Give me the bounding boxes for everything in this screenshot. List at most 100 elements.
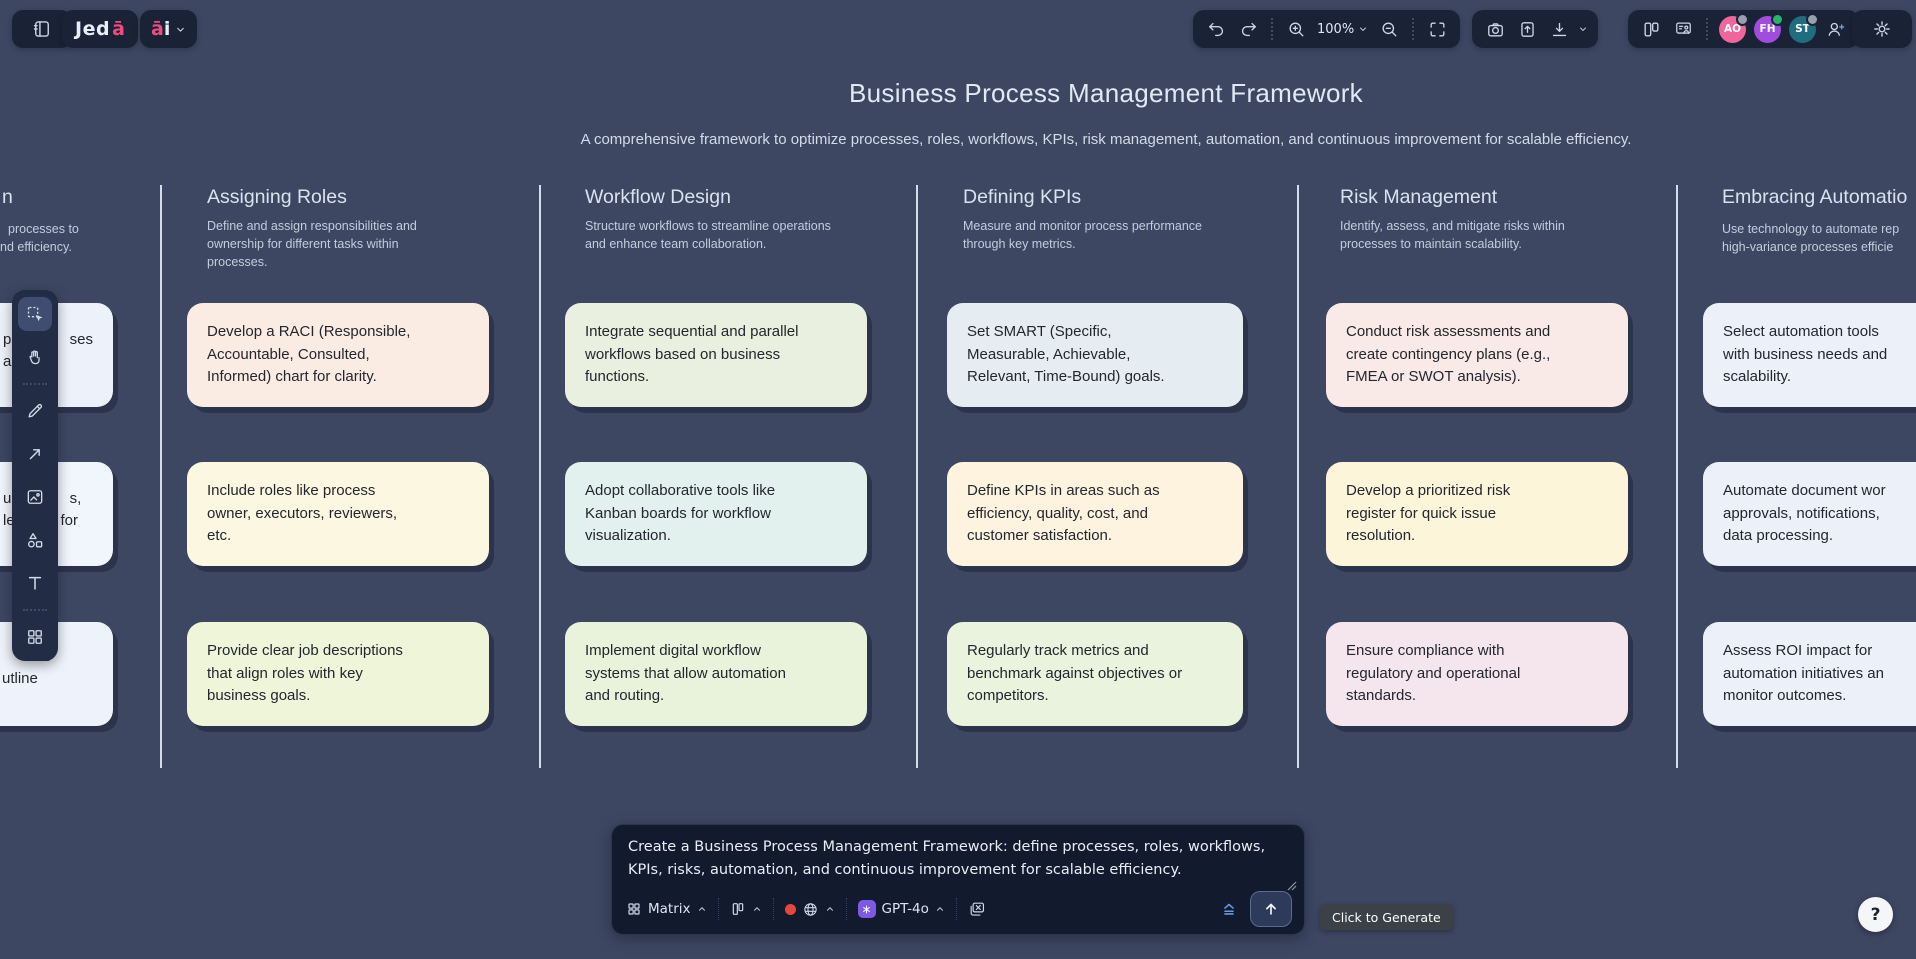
column-desc[interactable]: Identify, assess, and mitigate risks wit… xyxy=(1340,219,1565,252)
column-desc[interactable]: Measure and monitor process performance … xyxy=(963,219,1203,252)
column-title[interactable]: Workflow Design xyxy=(585,186,731,208)
column-divider xyxy=(160,185,162,768)
model-selector[interactable]: GPT-4o xyxy=(857,900,945,918)
column-title[interactable]: Risk Management xyxy=(1340,186,1498,208)
card-text-line: Assess ROI impact for xyxy=(1723,642,1873,660)
chevron-down-icon xyxy=(1360,27,1367,32)
select-tool[interactable] xyxy=(18,297,52,331)
help-label: ? xyxy=(1870,904,1881,925)
zoom-in-button[interactable] xyxy=(1281,14,1311,44)
column-desc[interactable]: Define and assign responsibilities and o… xyxy=(207,219,417,270)
matrix-grid-icon xyxy=(628,903,640,915)
sticky-card[interactable]: Conduct risk assessments and create cont… xyxy=(1326,303,1628,407)
status-dot xyxy=(1771,12,1784,26)
card-text-fragment: a xyxy=(3,352,12,370)
layout-selector[interactable] xyxy=(730,901,762,917)
column-title[interactable]: Assigning Roles xyxy=(207,186,347,208)
sticky-card[interactable]: Develop a RACI (Responsible, Accountable… xyxy=(187,303,489,407)
column-title-clipped[interactable]: n xyxy=(2,186,13,208)
help-button[interactable]: ? xyxy=(1858,897,1893,932)
column-desc-line[interactable]: processes to xyxy=(8,222,79,236)
sticky-card[interactable]: Adopt collaborative tools like Kanban bo… xyxy=(565,462,867,566)
clear-frames-button[interactable] xyxy=(968,900,987,919)
board-title[interactable]: Business Process Management Framework xyxy=(849,78,1363,108)
text-tool[interactable] xyxy=(18,566,52,600)
resize-handle[interactable] xyxy=(1287,881,1297,891)
undo-icon xyxy=(1208,22,1223,36)
screenshot-button[interactable] xyxy=(1480,14,1510,44)
tool-palette xyxy=(12,290,58,661)
toolbar-divider xyxy=(1706,18,1708,40)
sticky-card[interactable]: Select automation tools with business nee… xyxy=(1703,303,1916,407)
download-options-chevron[interactable] xyxy=(1576,24,1590,34)
zoom-in-icon xyxy=(1288,21,1304,37)
zoom-level-dropdown[interactable]: 100% xyxy=(1313,22,1372,37)
column-desc-line[interactable]: Use technology to automate rep xyxy=(1722,222,1900,236)
arrow-tool[interactable] xyxy=(18,437,52,471)
board-subtitle[interactable]: A comprehensive framework to optimize pr… xyxy=(580,131,1632,148)
column-title[interactable]: Defining KPIs xyxy=(963,186,1082,208)
column-divider xyxy=(539,185,541,768)
zoom-out-button[interactable] xyxy=(1374,14,1404,44)
download-button[interactable] xyxy=(1544,14,1574,44)
pen-tool[interactable] xyxy=(18,394,52,428)
panels-icon xyxy=(1643,21,1659,37)
shapes-tool[interactable] xyxy=(18,523,52,557)
sticky-card[interactable]: Implement digital workflow systems that … xyxy=(565,622,867,726)
image-tool[interactable] xyxy=(18,480,52,514)
avatar-FH[interactable]: FH xyxy=(1754,12,1784,43)
sticky-card[interactable]: Develop a prioritized risk register for … xyxy=(1326,462,1628,566)
card-text-line: scalability. xyxy=(1723,368,1792,386)
sticky-card[interactable]: Integrate sequential and parallel workfl… xyxy=(565,303,867,407)
gear-icon xyxy=(1874,21,1890,37)
chevron-up-icon xyxy=(698,907,705,911)
card-text-fragment: utline xyxy=(2,669,38,687)
image-icon xyxy=(27,490,43,504)
avatar-AO[interactable]: AO xyxy=(1719,12,1749,43)
avatar-initials: AO xyxy=(1723,23,1742,35)
fit-screen-button[interactable] xyxy=(1422,14,1452,44)
sticky-card[interactable]: Regularly track metrics and benchmark ag… xyxy=(947,622,1243,726)
sticky-card[interactable]: Define KPIs in areas such as efficiency,… xyxy=(947,462,1243,566)
prompt-controls: Matrix GPT-4o xyxy=(626,891,1292,927)
send-options-icon[interactable] xyxy=(1220,900,1238,918)
card-text-line: with business needs and xyxy=(1723,345,1888,363)
sticky-card[interactable]: Ensure compliance with regulatory and op… xyxy=(1326,622,1628,726)
undo-button[interactable] xyxy=(1201,14,1231,44)
sticky-card[interactable]: Set SMART (Specific, Measurable, Achieva… xyxy=(947,303,1243,407)
ai-menu-button[interactable]: āi xyxy=(140,10,198,48)
card-text: Ensure compliance with regulatory and op… xyxy=(1346,642,1521,705)
avatar-ST[interactable]: ST xyxy=(1789,12,1819,43)
chevron-down-icon xyxy=(1580,27,1586,32)
column-desc-line[interactable]: high-variance processes efficie xyxy=(1722,240,1894,254)
present-button[interactable] xyxy=(1668,14,1698,44)
generate-button[interactable] xyxy=(1250,891,1292,927)
hand-tool[interactable] xyxy=(18,340,52,374)
chevron-down-icon xyxy=(175,24,186,35)
sticky-card[interactable]: Provide clear job descriptions that alig… xyxy=(187,622,489,726)
column-desc[interactable]: Structure workflows to streamline operat… xyxy=(585,219,831,252)
frames-tool[interactable] xyxy=(18,620,52,654)
template-selector[interactable]: Matrix xyxy=(626,901,707,917)
card-text-line: Automate document wor xyxy=(1723,482,1886,500)
language-selector[interactable] xyxy=(784,901,835,918)
card-text-line: Select automation tools xyxy=(1723,323,1879,341)
redo-button[interactable] xyxy=(1233,14,1263,44)
card-text: Conduct risk assessments and create cont… xyxy=(1346,323,1551,386)
prompt-input[interactable]: Create a Business Process Management Fra… xyxy=(628,839,1266,879)
board-panels-button[interactable] xyxy=(1636,14,1666,44)
zoom-level-value: 100% xyxy=(1317,21,1355,37)
card-text: Set SMART (Specific, Measurable, Achieva… xyxy=(967,323,1165,386)
settings-button[interactable] xyxy=(1852,10,1912,48)
export-file-button[interactable] xyxy=(1512,14,1542,44)
invite-user-button[interactable] xyxy=(1821,14,1851,44)
column-desc-line[interactable]: nd efficiency. xyxy=(0,240,72,254)
collaboration-toolbar: AO FH ST xyxy=(1628,10,1859,48)
palette-divider xyxy=(23,383,47,385)
column-title-clipped[interactable]: Embracing Automatio xyxy=(1722,186,1908,208)
generate-tooltip: Click to Generate xyxy=(1320,904,1453,930)
sticky-card[interactable]: Include roles like process owner, execut… xyxy=(187,462,489,566)
